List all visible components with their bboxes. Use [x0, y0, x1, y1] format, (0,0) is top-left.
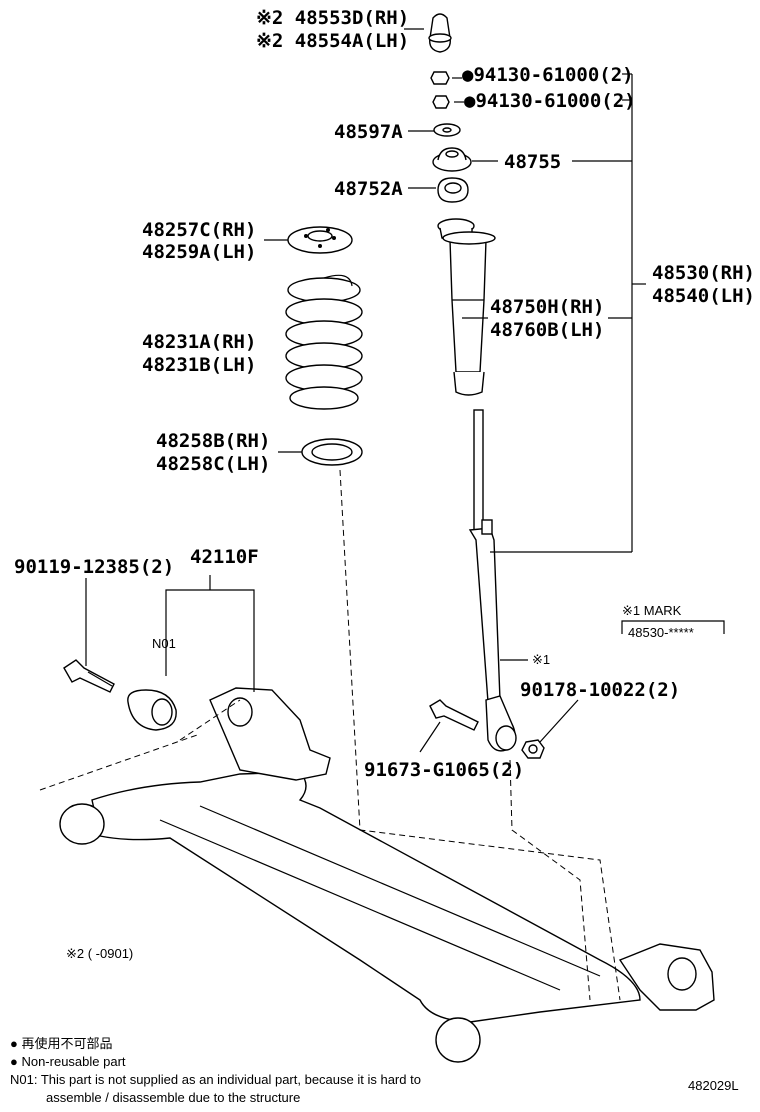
callout-lower-seat-lh: 48258C(LH): [156, 453, 270, 475]
rear-axle-beam-drawing: [59, 687, 715, 1063]
callout-absorber-rh: 48530(RH): [652, 262, 755, 284]
callout-nut-lower: ●94130-61000(2): [464, 90, 636, 112]
callout-absorber-bolt: 91673-G1065(2): [364, 759, 524, 781]
callout-bump-stop-lh: ※2 48554A(LH): [256, 30, 409, 52]
callout-axle-bolt: 90119-12385(2): [14, 556, 174, 578]
mark-box-value: 48530-*****: [628, 625, 694, 640]
callout-upper-seat-lh: 48259A(LH): [142, 241, 256, 263]
callout-bushing-note: N01: [152, 636, 176, 651]
callout-washer: 48597A: [334, 121, 403, 143]
callout-mount-cushion: 48755: [504, 151, 561, 173]
coil-spring-drawing: [285, 274, 363, 410]
mount-cushion-drawing: [432, 147, 472, 172]
figure-id: 482029L: [688, 1078, 739, 1093]
dust-boot-drawing: [437, 218, 496, 396]
callout-axle-beam: 42110F: [190, 546, 259, 568]
mark-box-title: ※1 MARK: [622, 603, 682, 618]
legend-n01-line2: assemble / disassemble due to the struct…: [46, 1090, 300, 1105]
leader-lines: [85, 28, 646, 753]
absorber-nut-drawing: [521, 739, 545, 759]
callout-spring-lh: 48231B(LH): [142, 354, 256, 376]
bushing-drawing: [127, 689, 177, 731]
mark-box: ※1 MARK 48530-*****: [621, 603, 725, 640]
mount-bracket-drawing: [437, 177, 469, 203]
axle-bolt-drawing: [63, 659, 115, 693]
callout-absorber-nut: 90178-10022(2): [520, 679, 680, 701]
washer-drawing: [433, 123, 461, 137]
nut-upper-drawing: [430, 71, 450, 85]
footnote-2: ※2 ( -0901): [66, 946, 133, 961]
callout-bump-stop-rh: ※2 48553D(RH): [256, 7, 409, 29]
legend-jp: ● 再使用不可部品: [10, 1036, 112, 1051]
callout-lower-seat-rh: 48258B(RH): [156, 430, 270, 452]
callout-mark-ref: ※1: [532, 652, 550, 667]
legend-n01-line1: N01: This part is not supplied as an ind…: [10, 1072, 421, 1087]
callout-boot-rh: 48750H(RH): [490, 296, 604, 318]
callout-upper-seat-rh: 48257C(RH): [142, 219, 256, 241]
legend-en: ● Non-reusable part: [10, 1054, 126, 1069]
callout-spring-rh: 48231A(RH): [142, 331, 256, 353]
lower-spring-seat-drawing: [301, 438, 363, 466]
callout-mount-bracket: 48752A: [334, 178, 403, 200]
upper-spring-seat-drawing: [287, 226, 353, 254]
callout-nut-upper: ●94130-61000(2): [462, 64, 634, 86]
nut-lower-drawing: [432, 95, 450, 109]
absorber-bolt-drawing: [429, 699, 479, 731]
bump-stopper-drawing: [428, 13, 452, 53]
callout-absorber-lh: 48540(LH): [652, 285, 755, 307]
shock-absorber-drawing: [468, 409, 517, 752]
callout-boot-lh: 48760B(LH): [490, 319, 604, 341]
